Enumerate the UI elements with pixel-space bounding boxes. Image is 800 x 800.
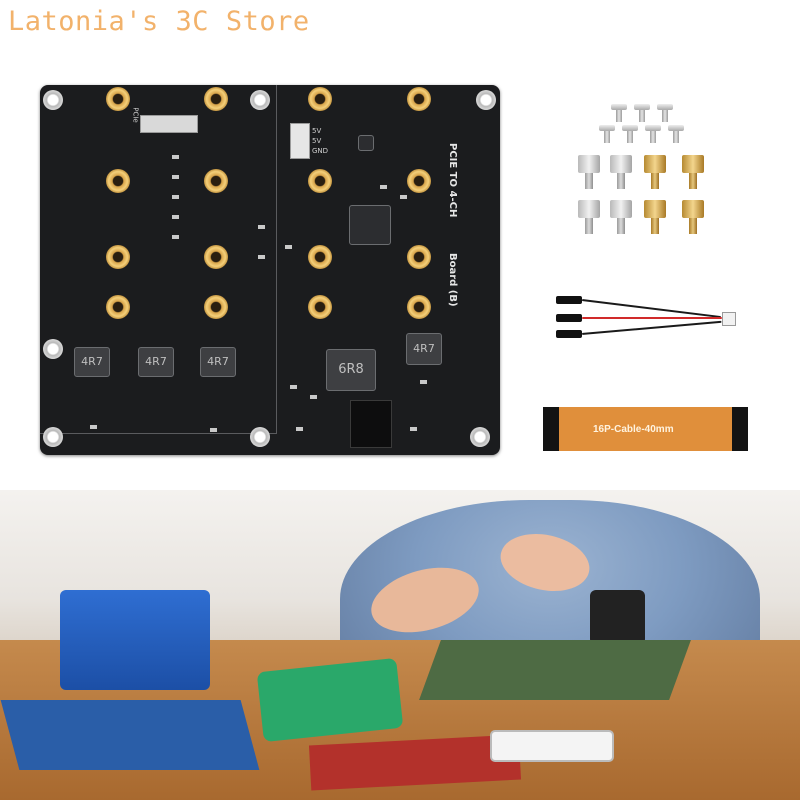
inductor: 4R7 [138, 347, 174, 377]
smd-component [172, 175, 179, 179]
smd-component [172, 195, 179, 199]
gold-pad [308, 169, 332, 193]
gold-pad [106, 245, 130, 269]
inductor: 4R7 [74, 347, 110, 377]
gold-pad [407, 245, 431, 269]
smd-component [285, 245, 292, 249]
pcie-connector-label: PCIe [131, 107, 140, 123]
board-seam [276, 85, 277, 433]
inductor-large: 6R8 [326, 349, 376, 391]
smd-component [290, 385, 297, 389]
power-label: GND [312, 147, 329, 155]
gold-pad [407, 295, 431, 319]
screw [622, 125, 638, 143]
store-watermark: Latonia's 3C Store [8, 6, 310, 37]
pcie-adapter-board: PCIe 5V 5V GND 4R7 4R7 4R7 6R8 4R7 PCIE … [40, 85, 500, 455]
smd-component [258, 225, 265, 229]
red-wire [582, 317, 722, 319]
mounting-hole [250, 90, 270, 110]
multimeter [256, 657, 404, 743]
ffc-stiffener [543, 407, 559, 451]
standoff [610, 155, 634, 189]
workbench-photo [0, 490, 800, 800]
soldering-station [60, 590, 210, 690]
cpu-fan [590, 590, 645, 645]
power-header [290, 123, 310, 159]
pcie-fpc-connector [140, 115, 198, 133]
smd-component [400, 195, 407, 199]
gold-pad [106, 295, 130, 319]
black-wire [581, 320, 722, 335]
dupont-connector [556, 296, 582, 304]
brass-standoff [682, 155, 706, 189]
smd-component [380, 185, 387, 189]
gold-pad [407, 169, 431, 193]
smd-component [310, 395, 317, 399]
board-seam-horizontal [40, 433, 277, 434]
smd-component [420, 380, 427, 384]
gold-pad [106, 87, 130, 111]
screw [668, 125, 684, 143]
smd-component [210, 428, 217, 432]
standoff [610, 200, 634, 234]
inductor: 4R7 [200, 347, 236, 377]
gold-pad [308, 87, 332, 111]
inductor: 4R7 [406, 333, 442, 365]
power-label: 5V [312, 127, 322, 135]
gold-pad [204, 87, 228, 111]
standoff [578, 155, 602, 189]
brass-standoff [682, 200, 706, 234]
brass-standoff [644, 155, 668, 189]
mounting-hole [43, 90, 63, 110]
circuit-board [0, 700, 260, 770]
ffc-label: 16P-Cable-40mm [593, 424, 674, 435]
gold-pad [308, 295, 332, 319]
brass-standoff [644, 200, 668, 234]
screw [657, 104, 673, 122]
screw [634, 104, 650, 122]
motherboard [419, 640, 691, 700]
board-title: PCIE TO 4-CH [447, 143, 458, 218]
standoff [578, 200, 602, 234]
smd-component [90, 425, 97, 429]
mounting-hole [470, 427, 490, 447]
mounting-hole [476, 90, 496, 110]
smd-component [172, 235, 179, 239]
gold-pad [308, 245, 332, 269]
ffc-stiffener [732, 407, 748, 451]
gold-pad [204, 245, 228, 269]
smd-component [172, 215, 179, 219]
dupont-connector [556, 314, 582, 322]
screw [645, 125, 661, 143]
smd-component [410, 427, 417, 431]
smd-component [172, 155, 179, 159]
mounting-hole [43, 339, 63, 359]
gold-pad [407, 87, 431, 111]
ffc-cable: 16P-Cable-40mm [543, 407, 748, 451]
power-label: 5V [312, 137, 322, 145]
mounting-hole [43, 427, 63, 447]
dupont-connector [556, 330, 582, 338]
gold-pad [204, 295, 228, 319]
small-ic [358, 135, 374, 151]
gold-pad [106, 169, 130, 193]
board-subtitle: Board (B) [447, 253, 458, 307]
jst-connector [722, 312, 736, 326]
smd-component [296, 427, 303, 431]
black-wire [581, 299, 722, 319]
mounting-hole [250, 427, 270, 447]
screw [599, 125, 615, 143]
smartphone [490, 730, 614, 762]
screw [611, 104, 627, 122]
smd-component [258, 255, 265, 259]
gold-pad [204, 169, 228, 193]
dc-power-jack [350, 400, 392, 448]
pcie-switch-chip [349, 205, 391, 245]
